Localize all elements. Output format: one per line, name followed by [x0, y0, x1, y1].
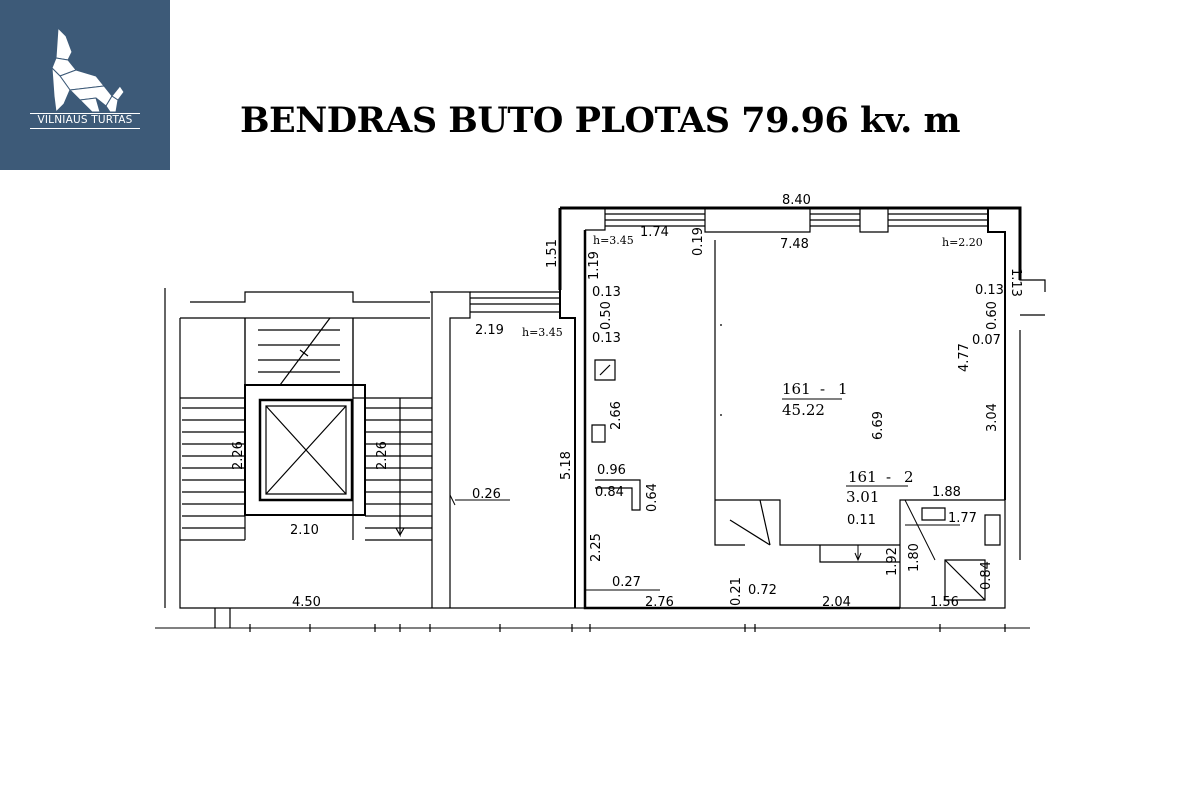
dim-064: 0.64	[645, 483, 660, 512]
dim-013a: 0.13	[592, 285, 621, 300]
dim-084b: 0.84	[979, 561, 994, 590]
dim-072: 0.72	[748, 583, 777, 598]
dim-266: 2.66	[609, 401, 624, 430]
dim-450: 4.50	[292, 595, 321, 610]
room-1-number: 161	[782, 380, 811, 398]
dim-204: 2.04	[822, 595, 851, 610]
dim-019: 0.19	[691, 227, 706, 256]
dim-174: 1.74	[640, 225, 669, 240]
dim-192: 1.92	[885, 547, 900, 576]
dim-084: 0.84	[595, 485, 624, 500]
dim-210: 2.10	[290, 523, 319, 538]
dim-840: 8.40	[782, 193, 811, 208]
wolf-logo-icon	[51, 26, 125, 114]
dim-304: 3.04	[985, 403, 1000, 432]
room-1-index: 1	[838, 380, 848, 398]
height-label: h=3.45	[593, 234, 634, 247]
dim-027: 0.27	[612, 575, 641, 590]
logo-panel: VILNIAUS TURTAS	[0, 0, 170, 170]
dimension-lines	[449, 494, 960, 591]
brand-name: VILNIAUS TURTAS	[37, 114, 133, 126]
logo-rule	[30, 128, 140, 129]
dim-748: 7.48	[780, 237, 809, 252]
dim-151: 1.51	[545, 239, 560, 268]
room-2-sep: -	[886, 468, 891, 486]
room-labels: 161 - 1 45.22 161 - 2 3.01	[782, 380, 914, 506]
dim-219: 2.19	[475, 323, 504, 338]
room-1-area: 45.22	[782, 401, 825, 419]
dim-477: 4.77	[957, 343, 972, 372]
dim-011: 0.11	[847, 513, 876, 528]
dim-226b: 2.26	[375, 441, 390, 470]
dim-021: 0.21	[729, 577, 744, 606]
dim-096: 0.96	[597, 463, 626, 478]
room-2-index: 2	[904, 468, 914, 486]
dim-180: 1.80	[907, 543, 922, 572]
dim-007: 0.07	[972, 333, 1001, 348]
height-label: h=2.20	[942, 236, 983, 249]
plan-lines	[155, 206, 1046, 632]
logo-rule	[30, 113, 140, 114]
dim-119: 1.19	[587, 251, 602, 280]
dim-225: 2.25	[589, 533, 604, 562]
room-2-area: 3.01	[846, 488, 879, 506]
dim-177: 1.77	[948, 511, 977, 526]
dim-113: 1.13	[1008, 268, 1023, 297]
dim-013c: 0.13	[975, 283, 1004, 298]
dim-276: 2.76	[645, 595, 674, 610]
height-label: h=3.45	[522, 326, 563, 339]
dimension-labels: 8.40 7.48 1.74 0.19 1.51 h=3.45 1.19 0.1…	[231, 193, 1023, 610]
dim-060: 0.60	[985, 301, 1000, 330]
dim-518: 5.18	[559, 451, 574, 480]
dim-156: 1.56	[930, 595, 959, 610]
room-2-number: 161	[848, 468, 877, 486]
dim-226a: 2.26	[231, 441, 246, 470]
room-1-sep: -	[820, 380, 825, 398]
dim-188: 1.88	[932, 485, 961, 500]
dim-013b: 0.13	[592, 331, 621, 346]
dim-026: 0.26	[472, 487, 501, 502]
dim-669: 6.69	[871, 411, 886, 440]
dim-050: 0.50	[599, 301, 614, 330]
page-title: BENDRAS BUTO PLOTAS 79.96 kv. m	[239, 100, 961, 141]
